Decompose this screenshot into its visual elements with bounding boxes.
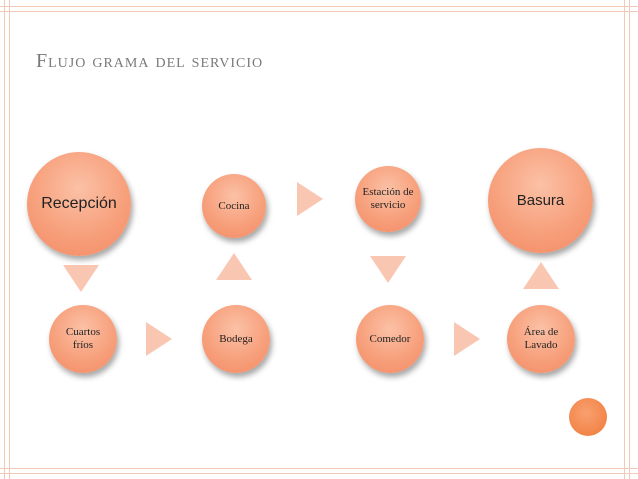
slide-border-right [624,0,625,479]
slide-border-right-outer [629,0,630,479]
arrow-bodega-to-cocina [216,253,252,280]
node-cocina-label: Cocina [218,199,250,212]
slide-border-left-inner [9,0,10,479]
node-comedor: Comedor [356,305,424,373]
slide-border-bottom-outer [0,473,638,474]
arrow-cocina-to-estacion [297,182,323,216]
node-basura-label: Basura [516,191,565,209]
arrow-cuartos-to-bodega [146,322,172,356]
slide-border-top [0,6,638,7]
arrow-comedor-to-lavado [454,322,480,356]
arrow-lavado-to-basura [523,262,559,289]
node-recepcion: Recepción [27,152,131,256]
slide-border-left [4,0,5,479]
node-bodega-label: Bodega [219,332,253,345]
node-basura: Basura [488,148,593,253]
arrow-recepcion-to-cuartos [63,265,99,292]
node-bodega: Bodega [202,305,270,373]
node-comedor-label: Comedor [369,332,411,345]
slide-title: Flujo grama del servicio [36,50,264,72]
node-cocina: Cocina [202,174,266,238]
slide-border-bottom [0,468,638,469]
node-cuartos-frios: Cuartos fríos [49,305,117,373]
node-cuartos-frios-label: Cuartos fríos [65,326,101,351]
node-area-lavado: Área de Lavado [507,305,575,373]
node-estacion-servicio-label: Estación de servicio [362,186,414,211]
node-estacion-servicio: Estación de servicio [355,166,421,232]
slide-border-top-inner [0,11,638,12]
decorative-dot [569,398,607,436]
node-recepcion-label: Recepción [41,194,117,212]
node-area-lavado-label: Área de Lavado [523,326,559,351]
arrow-estacion-to-comedor [370,256,406,283]
